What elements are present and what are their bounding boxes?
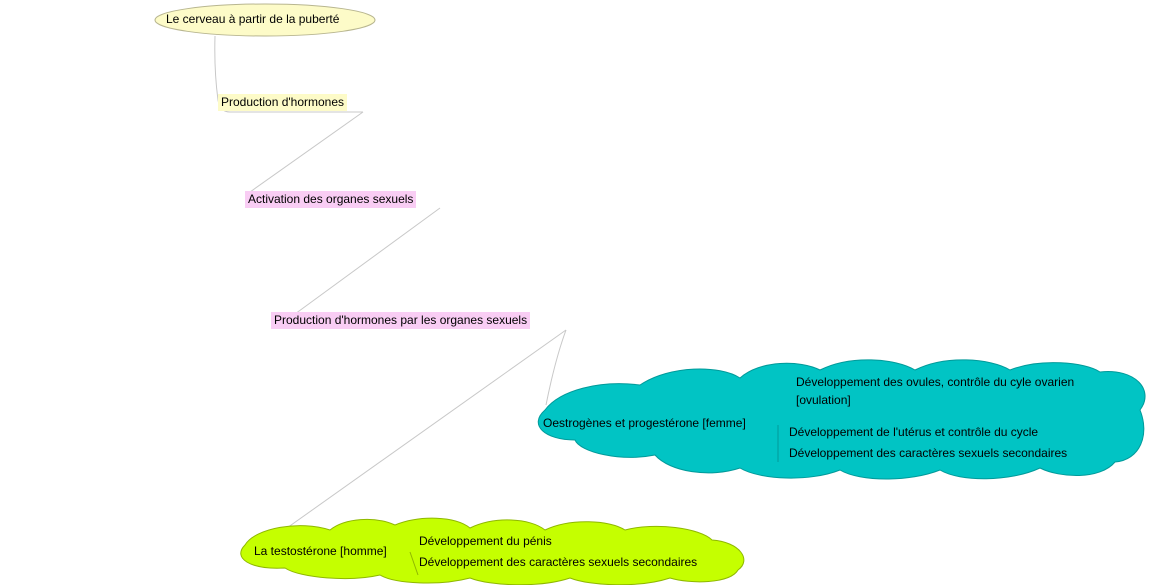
root-node-shape [154, 3, 376, 37]
female-hormones-label: Oestrogènes et progestérone [femme] [543, 416, 746, 430]
production-organes-node-label: Production d'hormones par les organes se… [274, 313, 528, 327]
male-cloud-shape [240, 517, 745, 585]
female-child-uterus[interactable]: Développement de l'utérus et contrôle du… [789, 424, 1038, 441]
connector-organes-female [545, 329, 567, 406]
male-hormones-node[interactable]: La testostérone [homme] [254, 543, 387, 560]
production-node-label: Production d'hormones [221, 95, 345, 109]
connector-organes-male [269, 329, 567, 541]
male-child-caracteres[interactable]: Développement des caractères sexuels sec… [419, 554, 697, 571]
male-child-caracteres-label: Développement des caractères sexuels sec… [419, 555, 698, 569]
root-node-label: Le cerveau à partir de la puberté [166, 12, 340, 26]
female-cloud-shape [537, 359, 1146, 480]
male-branch-line [409, 551, 419, 576]
female-child-ovules[interactable]: Développement des ovules, contrôle du cy… [796, 374, 1074, 391]
connector-activation-organes [294, 207, 441, 315]
production-node[interactable]: Production d'hormones [218, 94, 348, 111]
root-node[interactable]: Le cerveau à partir de la puberté [166, 11, 339, 28]
production-organes-node[interactable]: Production d'hormones par les organes se… [271, 312, 531, 329]
male-child-penis-label: Développement du pénis [419, 534, 552, 548]
female-child-ovulation: [ovulation] [796, 392, 851, 409]
female-child-ovulation-label: [ovulation] [796, 393, 851, 407]
female-child-uterus-label: Développement de l'utérus et contrôle du… [789, 425, 1039, 439]
female-hormones-node[interactable]: Oestrogènes et progestérone [femme] [543, 415, 746, 432]
female-child-caracteres[interactable]: Développement des caractères sexuels sec… [789, 445, 1067, 462]
activation-node-label: Activation des organes sexuels [248, 192, 414, 206]
male-child-penis[interactable]: Développement du pénis [419, 533, 552, 550]
male-hormones-label: La testostérone [homme] [254, 544, 387, 558]
connector-production-activation [249, 111, 364, 193]
activation-node[interactable]: Activation des organes sexuels [245, 191, 417, 208]
female-child-caracteres-label: Développement des caractères sexuels sec… [789, 446, 1068, 460]
female-child-ovules-label: Développement des ovules, contrôle du cy… [796, 375, 1075, 389]
